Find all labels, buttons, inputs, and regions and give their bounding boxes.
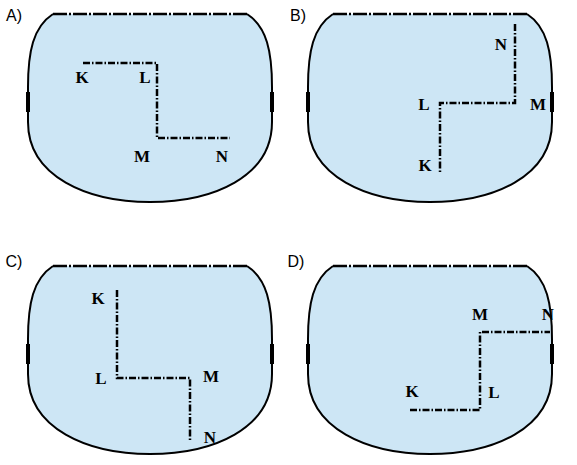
point-letter: M	[472, 306, 488, 323]
panel-letter: D)	[288, 254, 305, 270]
point-letter: K	[418, 157, 431, 174]
point-letter: L	[139, 69, 150, 86]
path-a	[83, 63, 230, 138]
panel-letter: C)	[6, 254, 23, 270]
point-letter: M	[530, 96, 546, 113]
path-d	[410, 332, 550, 410]
point-letter: L	[488, 384, 499, 401]
point-letter: N	[204, 429, 216, 446]
point-letter: M	[134, 148, 150, 165]
point-letter: K	[91, 290, 104, 307]
point-letter: N	[216, 148, 228, 165]
panel-letter: B)	[290, 8, 306, 24]
panel-letter: A)	[6, 8, 22, 24]
point-letter: L	[95, 370, 106, 387]
point-letter: K	[75, 69, 88, 86]
point-letter: N	[542, 306, 554, 323]
tank-c	[26, 266, 274, 454]
point-letter: N	[495, 36, 507, 53]
tank-a	[26, 14, 274, 202]
path-b	[440, 24, 515, 172]
point-letter: L	[418, 96, 429, 113]
point-letter: M	[203, 368, 219, 385]
point-letter: K	[405, 383, 418, 400]
tank-d	[306, 266, 554, 454]
tank-b	[306, 14, 554, 202]
path-c	[117, 290, 190, 442]
